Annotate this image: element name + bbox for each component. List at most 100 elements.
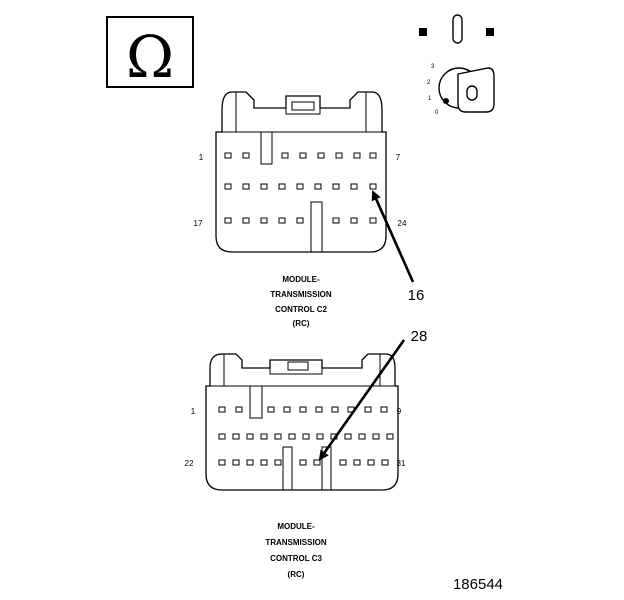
c3-pin-cavity	[232, 433, 240, 440]
c3-pin-cavity	[380, 406, 388, 413]
keyway-c2-bottom	[310, 201, 323, 252]
c3-title-line-3: CONTROL C3	[270, 554, 322, 563]
omega-symbol: Ω	[126, 23, 174, 91]
callout-28: 28	[318, 328, 428, 461]
connector-c3-title: MODULE- TRANSMISSION CONTROL C3 (RC)	[265, 522, 327, 579]
key-switch-icon: 3 2 1 0	[419, 14, 495, 116]
c3-pin-cavity	[218, 406, 226, 413]
c3-pin-cavity	[218, 433, 226, 440]
c2-pin-label-bottom-left: 17	[194, 219, 203, 228]
keyway-c3-bottom-right	[321, 446, 332, 490]
figure-number: 186544	[453, 576, 503, 593]
c2-pin-cavity	[332, 217, 340, 224]
c3-pin-cavities	[218, 406, 394, 466]
c2-pin-cavity	[317, 152, 325, 159]
c3-pin-cavity	[313, 459, 321, 466]
callout-28-arrow	[318, 339, 406, 461]
indicator-left	[419, 28, 427, 36]
c2-pin-label-bottom-right: 24	[398, 219, 407, 228]
c2-pin-cavity	[296, 183, 304, 190]
c2-pin-cavity	[224, 152, 232, 159]
c3-pin-label-top-left: 1	[191, 407, 196, 416]
c2-pin-cavity	[224, 183, 232, 190]
c2-pin-cavity	[353, 152, 361, 159]
c3-pin-cavity	[344, 433, 352, 440]
c3-title-line-4: (RC)	[288, 570, 305, 579]
c3-pin-cavity	[353, 459, 361, 466]
c3-pin-cavity	[331, 406, 339, 413]
c3-pin-cavity	[339, 459, 347, 466]
key-position-1: 1	[428, 96, 432, 102]
keyway-c3-bottom-left	[282, 446, 293, 490]
connector-c2-title: MODULE- TRANSMISSION CONTROL C2 (RC)	[270, 275, 332, 328]
c2-pin-cavity	[350, 183, 358, 190]
key-position-0: 0	[435, 110, 439, 116]
c2-pin-cavity	[369, 152, 377, 159]
c3-pin-cavity	[260, 433, 268, 440]
key-position-2: 2	[427, 80, 431, 86]
callout-16-label: 16	[408, 287, 425, 304]
key-head-icon	[457, 67, 495, 113]
c2-pin-label-top-left: 1	[199, 153, 204, 162]
c3-pin-cavity	[288, 433, 296, 440]
callout-16-arrow	[371, 190, 415, 283]
c2-pin-cavity	[242, 217, 250, 224]
c3-title-line-2: TRANSMISSION	[265, 538, 327, 547]
c2-pin-cavities	[224, 152, 377, 224]
c2-title-line-3: CONTROL C2	[275, 305, 327, 314]
c2-pin-cavity	[369, 183, 377, 190]
c3-pin-cavity	[283, 406, 291, 413]
c3-pin-cavity	[299, 459, 307, 466]
c3-pin-cavity	[299, 406, 307, 413]
c2-pin-cavity	[314, 183, 322, 190]
connector-c3-housing	[205, 353, 399, 491]
c2-pin-cavity	[242, 183, 250, 190]
c2-pin-cavity	[299, 152, 307, 159]
c3-pin-label-top-right: 9	[397, 407, 402, 416]
c2-pin-cavity	[242, 152, 250, 159]
c3-pin-label-bottom-left: 22	[185, 459, 194, 468]
c3-pin-cavity	[367, 459, 375, 466]
c2-title-line-1: MODULE-	[282, 275, 320, 284]
c2-title-line-2: TRANSMISSION	[270, 290, 332, 299]
keyway-c3-top	[249, 386, 263, 419]
c3-pin-cavity	[235, 406, 243, 413]
c3-pin-cavity	[246, 459, 254, 466]
callout-28-label: 28	[411, 328, 428, 345]
c3-pin-cavity	[274, 433, 282, 440]
connector-c3: 1 9 22 31	[185, 353, 406, 491]
c2-pin-cavity	[278, 183, 286, 190]
c2-pin-cavity	[281, 152, 289, 159]
c3-pin-cavity	[358, 433, 366, 440]
c3-pin-cavity	[302, 433, 310, 440]
c3-pin-cavity	[364, 406, 372, 413]
c2-pin-cavity	[332, 183, 340, 190]
c3-pin-cavity	[274, 459, 282, 466]
c3-pin-cavity	[246, 433, 254, 440]
c2-pin-cavity	[369, 217, 377, 224]
c2-pin-cavity	[296, 217, 304, 224]
connector-c2: 1 7 17 24	[194, 91, 407, 253]
c3-pin-cavity	[232, 459, 240, 466]
c2-pin-cavity	[260, 217, 268, 224]
c3-pin-label-bottom-right: 31	[397, 459, 406, 468]
c2-pin-cavity	[260, 183, 268, 190]
c3-title-line-1: MODULE-	[277, 522, 315, 531]
c3-pin-cavity	[260, 459, 268, 466]
c3-pin-cavity	[218, 459, 226, 466]
c3-pin-cavity	[386, 433, 394, 440]
c3-pin-cavity	[381, 459, 389, 466]
callout-16: 16	[371, 190, 425, 304]
c2-pin-label-top-right: 7	[396, 153, 401, 162]
key-slot-icon	[452, 14, 463, 44]
c3-pin-cavity	[315, 406, 323, 413]
c3-pin-cavity	[372, 433, 380, 440]
c2-pin-cavity	[278, 217, 286, 224]
c2-title-line-4: (RC)	[293, 319, 310, 328]
keyway-c2-top	[260, 132, 273, 165]
c3-pin-cavity	[267, 406, 275, 413]
c2-pin-cavity	[350, 217, 358, 224]
omega-symbol-box: Ω	[106, 16, 194, 91]
connector-c2-housing	[215, 91, 387, 253]
